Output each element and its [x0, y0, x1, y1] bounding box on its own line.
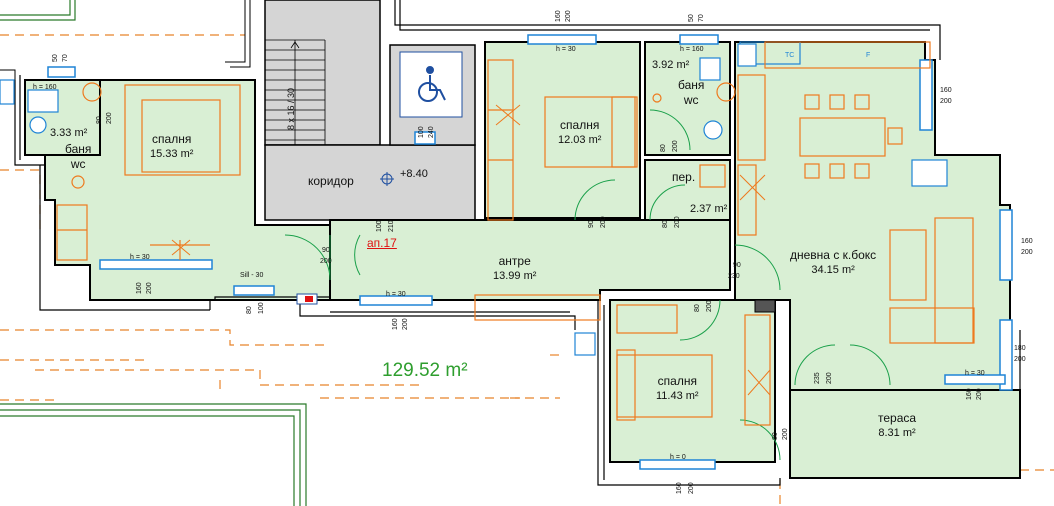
furniture — [56, 41, 975, 426]
dim-70-b: 70 — [698, 14, 705, 22]
dim-70: 70 — [62, 54, 69, 62]
dim-80-c: 80 — [662, 220, 669, 228]
dim-200-d: 200 — [600, 216, 607, 228]
dim-100-a: 100 — [418, 126, 425, 138]
dim-210: 210 — [388, 220, 395, 232]
dim-200-p: 200 — [1014, 356, 1026, 363]
stair-label: 8 x 16 / 30 — [286, 87, 296, 130]
dim-90-a: 90 — [588, 220, 595, 228]
total-area: 129.52 m² — [382, 360, 468, 381]
dim-240: 240 — [428, 126, 435, 138]
room-bed1 — [44, 79, 331, 301]
apartment-label[interactable]: ап.17 — [367, 236, 397, 250]
dim-160-d: 160 — [676, 482, 683, 494]
dim-sill30: Sill - 30 — [240, 272, 264, 279]
dim-80-d: 80 — [246, 306, 253, 314]
dim-200-e: 200 — [674, 216, 681, 228]
dim-100-b: 100 — [376, 220, 383, 232]
fixtures — [0, 43, 948, 356]
dim-200-b: 200 — [106, 112, 113, 124]
elevation-label: +8.40 — [400, 168, 428, 180]
dim-80-f: 80 — [772, 432, 779, 440]
room-hall — [329, 219, 731, 301]
windows — [47, 34, 1013, 470]
rooms — [24, 41, 1021, 479]
dim-160-e: 160 — [966, 388, 973, 400]
dim-160-c: 160 — [392, 318, 399, 330]
dim-50-b: 50 — [688, 14, 695, 22]
dim-90-c: 90 — [733, 262, 741, 269]
room-laundry-name: пер. — [672, 170, 696, 184]
dim-235: 235 — [814, 372, 821, 384]
dim-200-i: 200 — [706, 300, 713, 312]
dim-160-g: 160 — [1021, 238, 1033, 245]
dim-160-a: 160 — [555, 10, 562, 22]
room-terrace — [789, 389, 1021, 479]
room-living — [734, 41, 1011, 391]
dim-80-e: 80 — [694, 304, 701, 312]
dim-160-f: 160 — [940, 87, 952, 94]
dim-200-k: 200 — [782, 428, 789, 440]
dim-180: 180 — [1014, 345, 1026, 352]
dim-200-a: 200 — [565, 10, 572, 22]
room-laundry-area: 2.37 m² — [690, 203, 728, 215]
dim-160-b: 160 — [136, 282, 143, 294]
wheelchair-icon — [418, 66, 446, 102]
kitchen-tc: TC — [785, 52, 795, 59]
dim-h30-b: h = 30 — [130, 254, 150, 261]
dim-200-f: 200 — [320, 258, 332, 265]
dim-200-g: 200 — [146, 282, 153, 294]
dim-200-j: 200 — [826, 372, 833, 384]
dim-90-b: 90 — [322, 247, 330, 254]
dim-h160-a: h = 160 — [33, 84, 57, 91]
dim-200-n: 200 — [940, 98, 952, 105]
dim-h30-a: h = 30 — [556, 46, 576, 53]
dim-h0: h = 0 — [670, 454, 686, 461]
dim-80-a: 80 — [96, 116, 103, 124]
room-bath2-area: 3.92 m² — [652, 59, 690, 71]
dim-200-h: 200 — [402, 318, 409, 330]
dim-200-l: 200 — [688, 482, 695, 494]
dim-200-o: 200 — [1021, 249, 1033, 256]
dim-80-b: 80 — [660, 144, 667, 152]
dim-100-c: 100 — [258, 302, 265, 314]
dim-h30-d: h = 30 — [965, 370, 985, 377]
dim-200-c: 200 — [672, 140, 679, 152]
site-walls — [0, 0, 307, 506]
dim-h30-c: h = 30 — [386, 291, 406, 298]
dim-50: 50 — [52, 54, 59, 62]
dim-230: 230 — [728, 273, 740, 280]
staircase — [265, 39, 326, 145]
room-bath1-label: 3.33 m² — [50, 127, 88, 139]
room-corridor-label: коридор — [308, 174, 354, 188]
doors — [284, 109, 891, 461]
dim-h160-b: h = 160 — [680, 46, 704, 53]
kitchen-f: F — [866, 52, 871, 59]
dim-200-m: 200 — [976, 388, 983, 400]
